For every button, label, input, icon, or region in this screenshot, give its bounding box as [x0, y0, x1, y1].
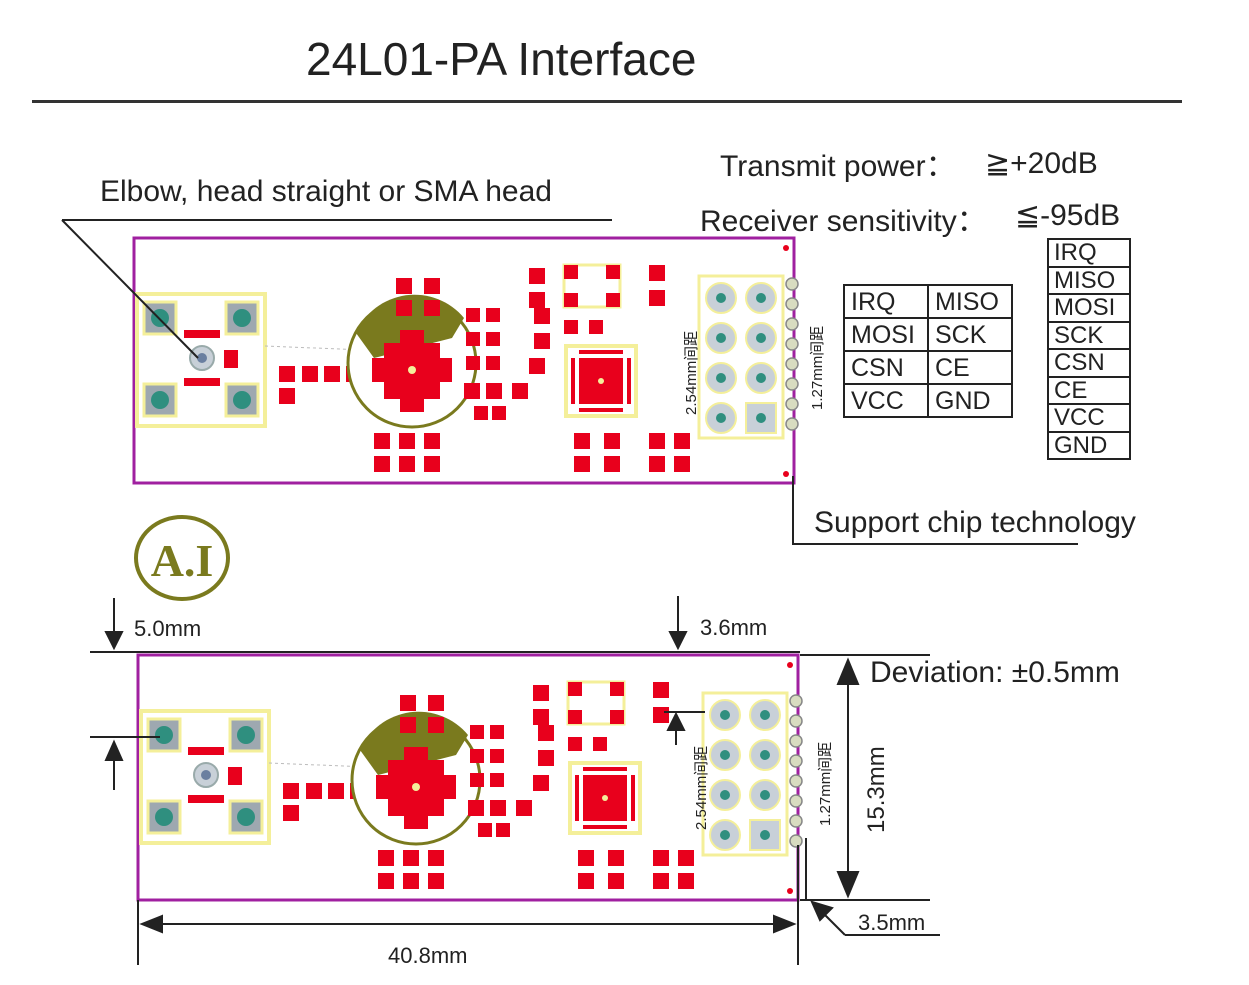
pitch-127-label: 1.27mm间距 — [817, 741, 834, 826]
dimension-edge-offset: 3.5mm — [858, 910, 926, 935]
support-callout-line — [792, 476, 1078, 545]
pin-cell: CE — [1047, 375, 1131, 405]
transmit-power-value: ≧+20dB — [985, 147, 1098, 180]
pin-cell: GND — [1047, 430, 1131, 460]
pin-cell: SCK — [1047, 320, 1131, 350]
table-row: CE — [1047, 375, 1131, 405]
table-row: IRQ — [1047, 238, 1131, 268]
ai-thinker-logo-icon: A.I — [134, 515, 230, 601]
pin-cell: CE — [927, 350, 1013, 385]
table-row: GND — [1047, 430, 1131, 460]
pin-cell: MOSI — [1047, 293, 1131, 323]
pitch-254-label: 2.54mm间距 — [693, 745, 710, 830]
transmit-power-label: Transmit power： — [720, 150, 956, 183]
pin-cell: IRQ — [843, 284, 929, 319]
pin-cell: CSN — [843, 350, 929, 385]
dimension-pin-offset: 3.6mm — [700, 615, 768, 640]
receiver-sensitivity-value: ≦-95dB — [1015, 199, 1121, 232]
pin-cell: MISO — [1047, 265, 1131, 295]
pitch-254-label: 2.54mm间距 — [683, 330, 700, 415]
support-chip-label: Support chip technology — [814, 506, 1136, 539]
table-row: SCK — [1047, 320, 1131, 350]
table-row: MISO — [1047, 265, 1131, 295]
pinout-list-table: IRQ MISO MOSI SCK CSN CE VCC GND — [1047, 238, 1131, 460]
dimension-top-offset: 5.0mm — [134, 616, 202, 641]
pitch-127-label: 1.27mm间距 — [809, 325, 826, 410]
pin-cell: MOSI — [843, 317, 929, 352]
pin-cell: IRQ — [1047, 238, 1131, 268]
pin-cell: SCK — [927, 317, 1013, 352]
dimension-height-text: 15.3mm — [863, 746, 890, 833]
dimension-height: 15.3mm — [848, 738, 908, 833]
diagram-title: 24L01-PA Interface — [306, 33, 697, 85]
pin-cell: CSN — [1047, 348, 1131, 378]
receiver-sensitivity-label: Receiver sensitivity： — [700, 205, 987, 238]
table-row: VCC — [1047, 403, 1131, 433]
title-underline — [32, 100, 1182, 103]
logo-text: A.I — [151, 535, 214, 586]
table-row: MOSI — [1047, 293, 1131, 323]
antenna-callout-label: Elbow, head straight or SMA head — [100, 175, 552, 208]
pin-cell: VCC — [1047, 403, 1131, 433]
table-row: CSN — [1047, 348, 1131, 378]
dimension-length: 40.8mm — [388, 943, 468, 968]
pin-cell: VCC — [843, 383, 929, 418]
deviation-label: Deviation: ±0.5mm — [870, 656, 1120, 689]
pin-cell: GND — [927, 383, 1013, 418]
dimension-arrow-icon — [90, 596, 940, 965]
pin-cell: MISO — [927, 284, 1013, 319]
